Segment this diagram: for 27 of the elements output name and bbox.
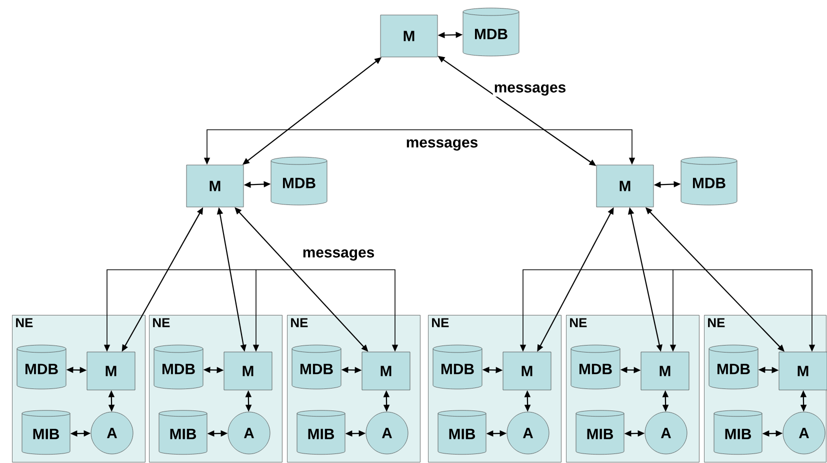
database-cylinder: MDB bbox=[154, 344, 204, 390]
manager-box: M bbox=[596, 164, 654, 208]
database-cylinder: MDB bbox=[680, 156, 738, 206]
manager-box: M bbox=[380, 14, 438, 58]
database-cylinder: MDB bbox=[432, 344, 482, 390]
database-cylinder: MDB bbox=[16, 344, 66, 390]
edge-label: messages bbox=[301, 248, 376, 262]
manager-box: M bbox=[502, 352, 552, 390]
manager-box: M bbox=[224, 352, 272, 390]
edge-label: messages bbox=[404, 138, 480, 152]
database-cylinder: MIB bbox=[22, 410, 70, 455]
database-cylinder: MIB bbox=[438, 410, 486, 455]
manager-box: M bbox=[778, 352, 827, 390]
manager-box: M bbox=[186, 164, 244, 208]
database-cylinder: MIB bbox=[576, 410, 624, 455]
database-cylinder: MDB bbox=[708, 344, 758, 390]
database-cylinder: MIB bbox=[714, 410, 762, 455]
database-cylinder: MDB bbox=[462, 8, 520, 56]
database-cylinder: MDB bbox=[570, 344, 620, 390]
manager-box: M bbox=[640, 352, 690, 390]
manager-box: M bbox=[86, 352, 136, 390]
manager-box: M bbox=[362, 352, 410, 390]
database-cylinder: MIB bbox=[296, 410, 346, 455]
database-cylinder: MDB bbox=[270, 156, 328, 206]
database-cylinder: MDB bbox=[292, 344, 342, 390]
edge-label: messages bbox=[492, 83, 568, 97]
database-cylinder: MIB bbox=[158, 410, 208, 455]
